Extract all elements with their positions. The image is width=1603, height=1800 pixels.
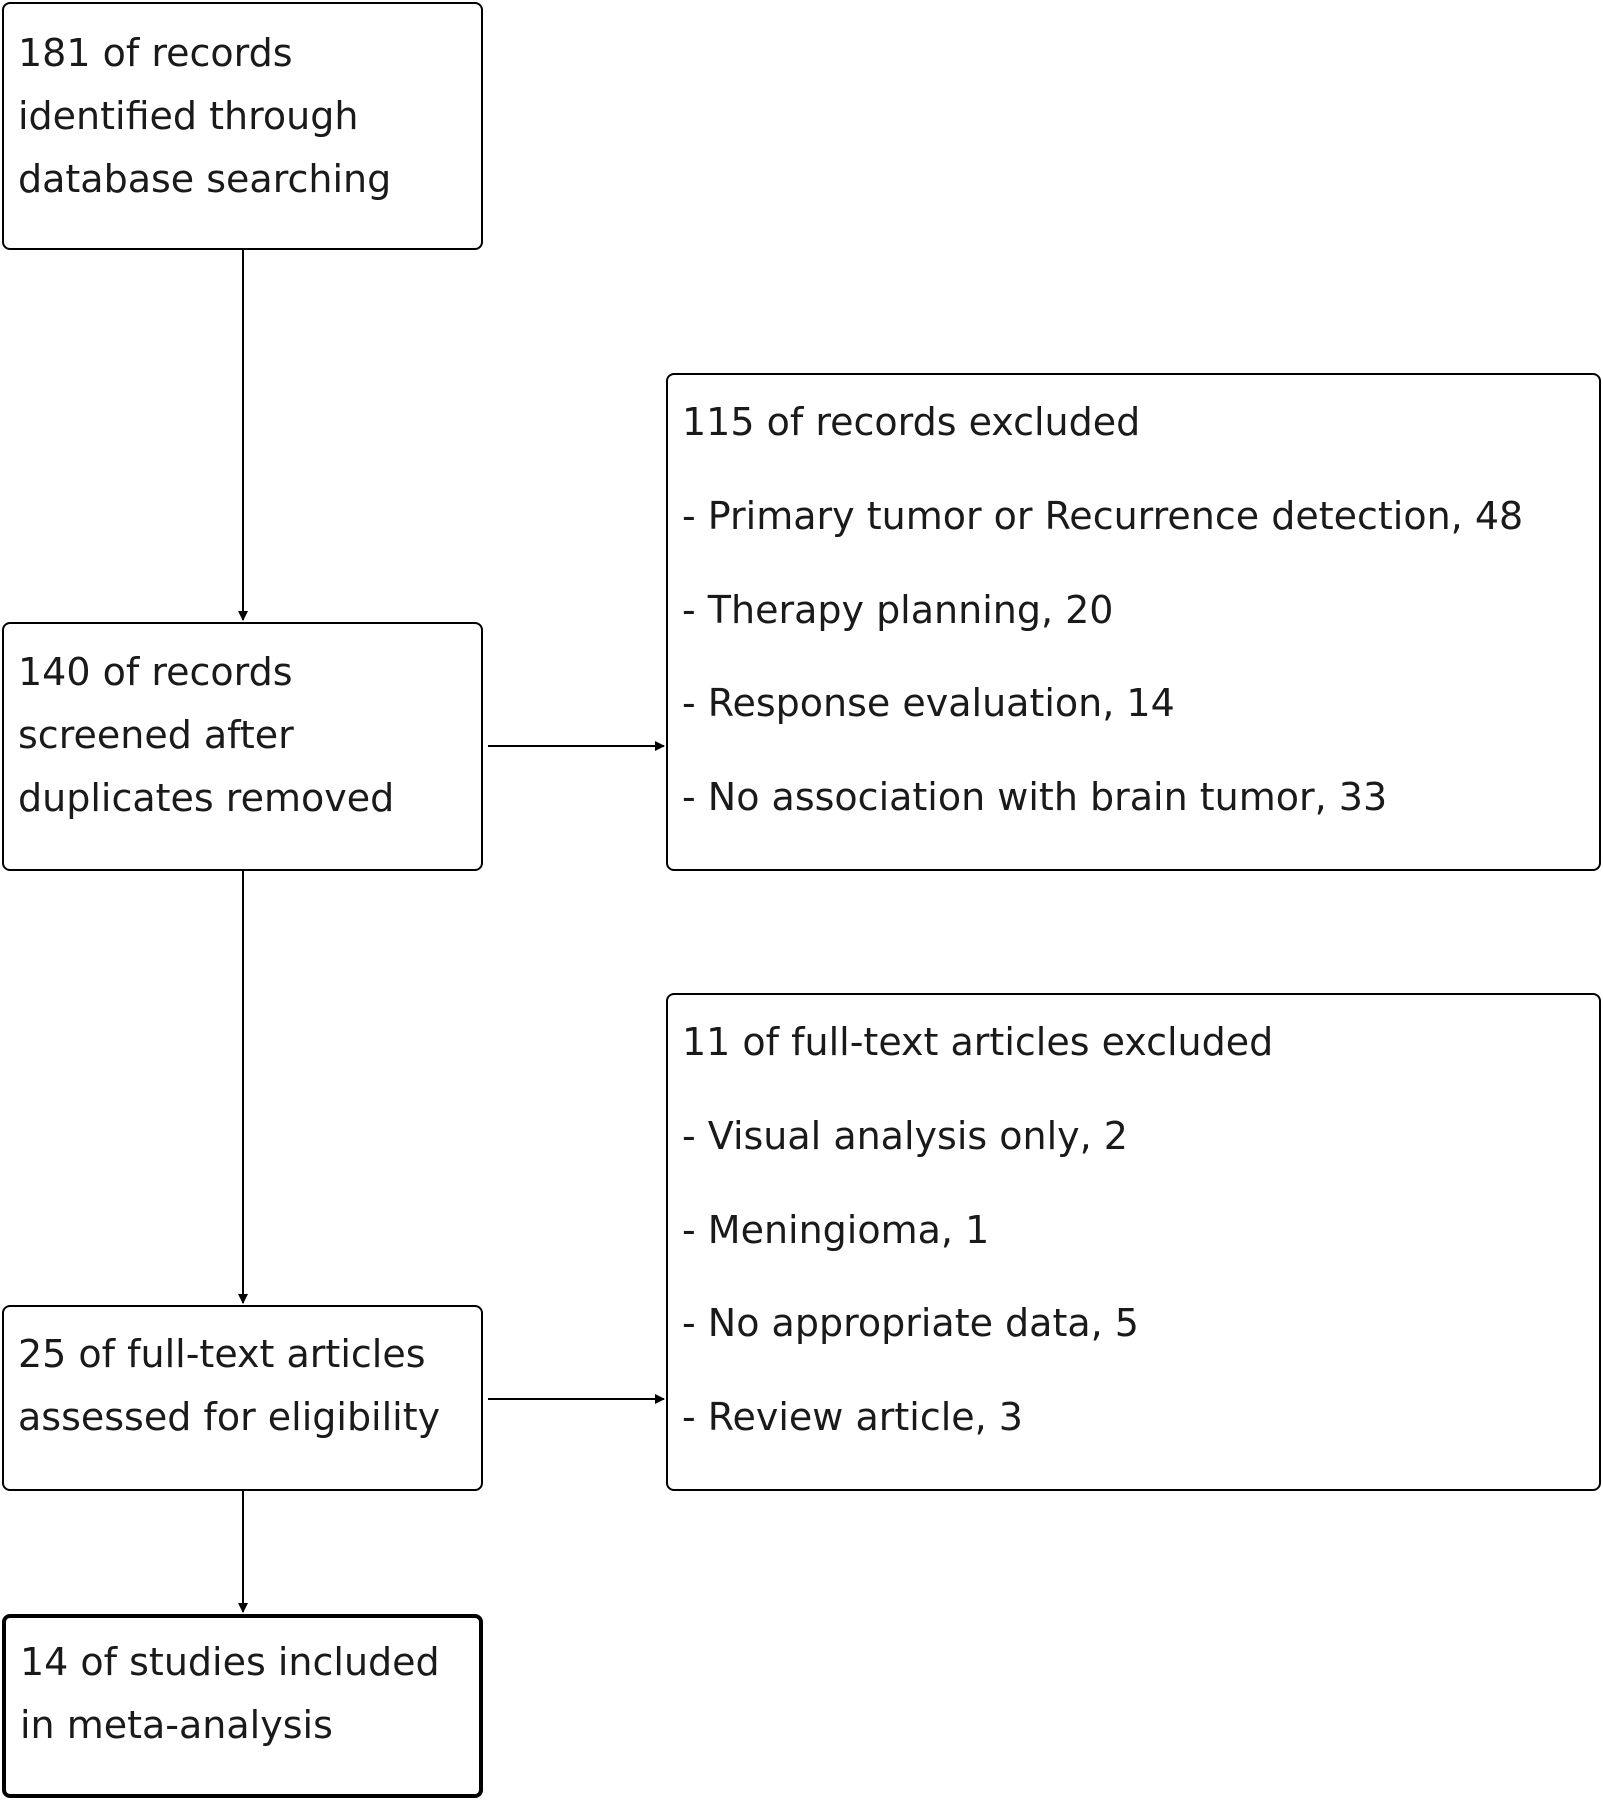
included-line-2: in meta-analysis: [20, 1703, 333, 1747]
screened-line-1: 140 of records: [18, 650, 293, 694]
assessed-articles-box: 25 of full-text articles assessed for el…: [2, 1305, 483, 1491]
included-line-1: 14 of studies included: [20, 1640, 440, 1684]
identified-line-1: 181 of records: [18, 31, 293, 75]
identified-records-box: 181 of records identified through databa…: [2, 2, 483, 250]
screened-records-box: 140 of records screened after duplicates…: [2, 622, 483, 871]
identified-line-3: database searching: [18, 157, 392, 201]
records-excluded-item: - No association with brain tumor, 33: [682, 775, 1388, 819]
records-excluded-box: 115 of records excluded - Primary tumor …: [666, 373, 1601, 871]
records-excluded-title: 115 of records excluded: [682, 400, 1141, 444]
screened-line-3: duplicates removed: [18, 776, 395, 820]
fulltext-excluded-item: - No appropriate data, 5: [682, 1301, 1139, 1345]
fulltext-excluded-item: - Meningioma, 1: [682, 1208, 990, 1252]
records-excluded-item: - Response evaluation, 14: [682, 681, 1175, 725]
assessed-line-2: assessed for eligibility: [18, 1395, 441, 1439]
fulltext-excluded-box: 11 of full-text articles excluded - Visu…: [666, 993, 1601, 1491]
included-studies-box: 14 of studies included in meta-analysis: [2, 1614, 483, 1798]
fulltext-excluded-item: - Visual analysis only, 2: [682, 1114, 1128, 1158]
records-excluded-item: - Primary tumor or Recurrence detection,…: [682, 494, 1524, 538]
fulltext-excluded-item: - Review article, 3: [682, 1395, 1023, 1439]
assessed-line-1: 25 of full-text articles: [18, 1332, 426, 1376]
records-excluded-item: - Therapy planning, 20: [682, 588, 1114, 632]
identified-line-2: identified through: [18, 94, 359, 138]
screened-line-2: screened after: [18, 713, 294, 757]
fulltext-excluded-title: 11 of full-text articles excluded: [682, 1020, 1274, 1064]
